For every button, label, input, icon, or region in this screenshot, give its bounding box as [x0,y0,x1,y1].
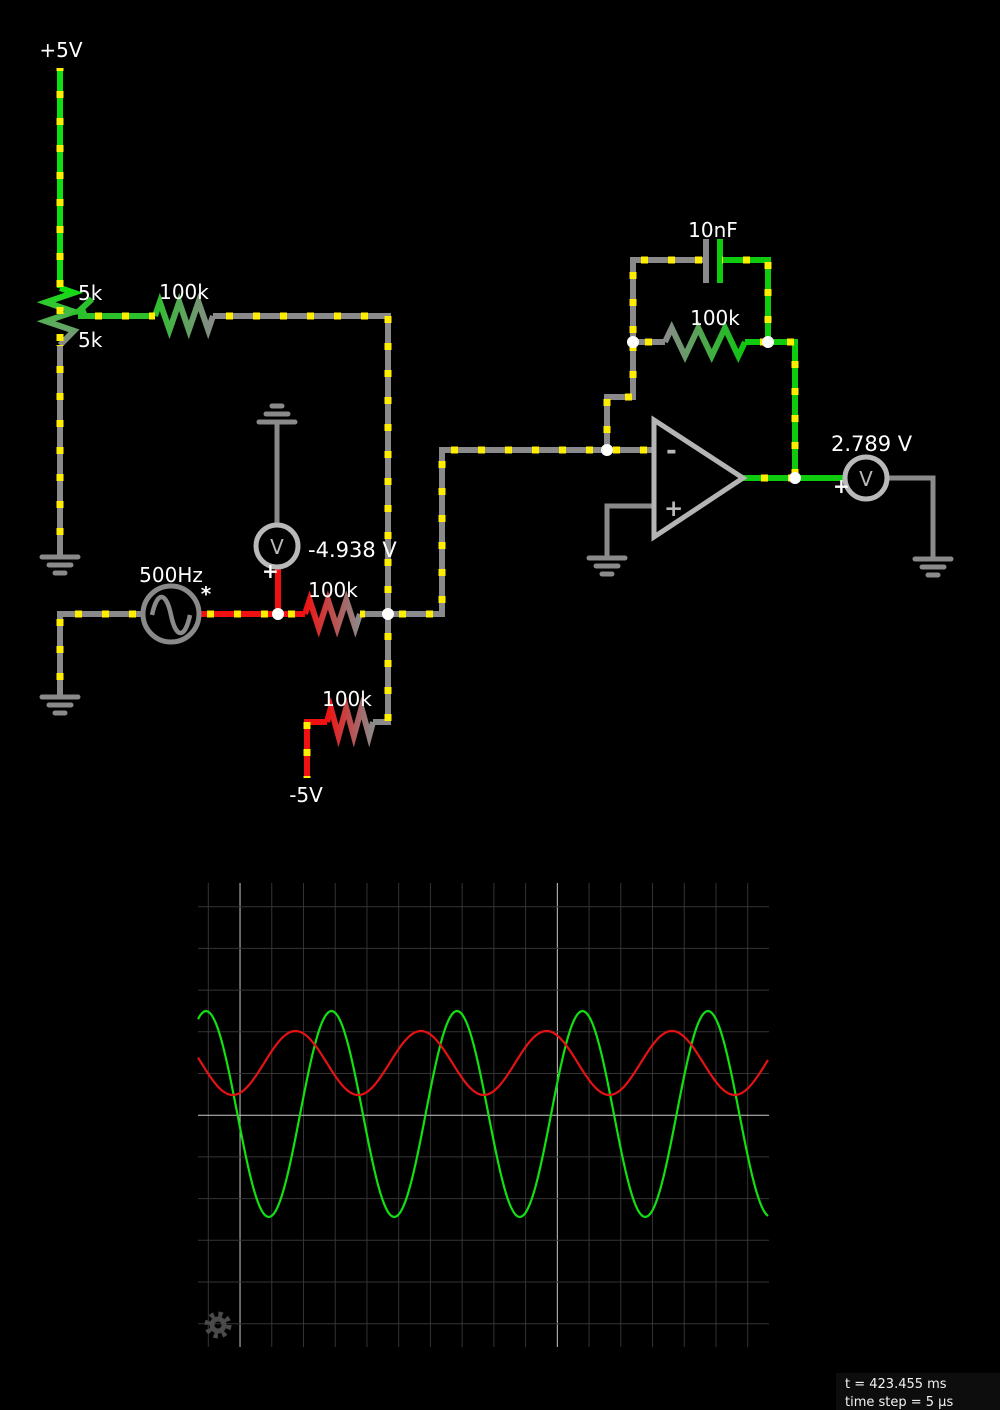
label-supply-pos: +5V [39,38,82,62]
opamp[interactable]: - + [651,415,748,542]
resistor-feedback-100k[interactable] [662,321,748,363]
opamp-noninverting-label: + [664,496,683,522]
voltmeter2-plus: + [833,474,850,498]
ground-noninv[interactable] [586,555,628,577]
label-pot-top: 5k [78,281,103,305]
current-dots [56,68,799,778]
oscilloscope[interactable] [197,883,769,1347]
label-cap: 10nF [688,218,738,242]
ac-source[interactable] [140,583,202,645]
resistor-neg-100k[interactable] [324,696,376,748]
voltmeter2-reading: 2.789 V [831,432,913,456]
wire-feedback-to-output[interactable] [745,339,798,478]
voltmeter2-letter: V [859,467,873,491]
voltmeter1-reading: -4.938 V [308,538,397,562]
status-bg [836,1373,1000,1410]
wire-cap-left[interactable] [630,257,706,342]
resistor-top-100k[interactable] [152,292,216,340]
ground-voltmeter2[interactable] [912,556,954,578]
label-pot-bottom: 5k [78,328,103,352]
wire-source-left[interactable] [57,611,142,695]
scope-settings-gear-icon[interactable] [204,1311,232,1339]
ground-source[interactable] [39,694,81,716]
voltmeter1-letter: V [270,535,284,559]
sine-icon [149,594,193,636]
scope-grid [198,883,769,1347]
label-r-feedback: 100k [690,306,740,330]
status-timestep: time step = 5 µs [845,1395,953,1410]
voltmeter1-plus: + [262,559,279,583]
ground-voltmeter1[interactable] [256,403,298,425]
voltmeter-input[interactable]: V [253,522,301,570]
voltmeter-output[interactable]: V [842,454,890,502]
wire-junction-to-opamp[interactable] [388,447,654,617]
label-r-neg: 100k [322,687,372,711]
label-source-star: * [201,582,212,606]
component-labels: +5V 5k 5k 100k 500Hz * 100k 100k -5V 10n… [39,38,912,807]
label-r-top: 100k [159,280,209,304]
junction-dots [272,336,801,620]
wire-cap-right[interactable] [722,257,771,342]
resistor-source-100k[interactable] [302,590,363,638]
label-r-source: 100k [308,578,358,602]
label-source-freq: 500Hz [139,563,203,587]
wire-inv-to-feedback[interactable] [604,342,636,450]
status-bar: t = 423.455 ms time step = 5 µs [836,1373,1000,1410]
scope-trace-red [197,1029,769,1097]
scope-trace-green [197,1009,769,1219]
label-supply-neg: -5V [289,783,323,807]
wire-noninv-ground[interactable] [604,503,654,556]
wires[interactable] [36,68,936,778]
ground-symbols[interactable] [39,403,954,716]
wire-junction-to-rneg[interactable] [373,614,391,725]
wire-top-to-junction[interactable] [213,313,391,614]
ground-pot[interactable] [39,554,81,576]
status-time: t = 423.455 ms [845,1377,947,1392]
opamp-inverting-label: - [666,436,677,466]
wire-voltmeter2-ground[interactable] [887,475,936,557]
